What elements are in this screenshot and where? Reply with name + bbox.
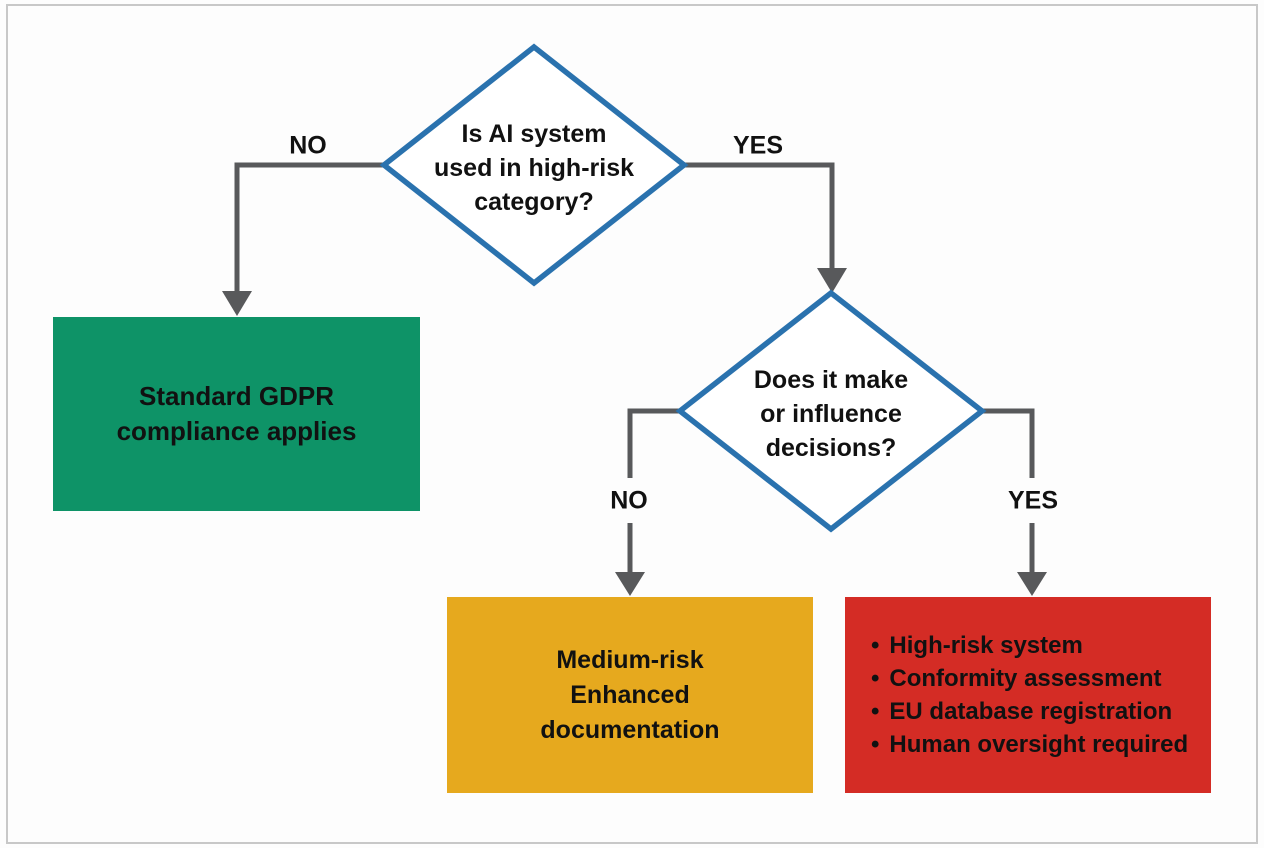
connector-decision1-no [234, 162, 384, 292]
outcome-standard-gdpr-text: Standard GDPR compliance applies [116, 381, 357, 446]
arrowhead-decision2 [817, 268, 847, 293]
decision2-diamond [675, 289, 987, 533]
outcome-medium-risk-text: Medium-risk Enhanced documentation [540, 645, 720, 744]
outcome-high-risk-box: • High-risk system • Conformity assessme… [845, 597, 1211, 793]
decision1-no-label: NO [289, 131, 327, 160]
decision1-diamond [379, 43, 689, 287]
arrowhead-red-box [1017, 572, 1047, 596]
high-risk-item-text: High-risk system [889, 632, 1083, 659]
bullet-icon: • [871, 665, 880, 692]
connector-decision2-yes [982, 408, 1035, 573]
bullet-icon: • [871, 698, 880, 725]
high-risk-item-text: EU database registration [889, 698, 1173, 725]
arrowhead-yellow-box [615, 572, 645, 596]
decision1-yes-label: YES [732, 131, 784, 160]
decision2-question: Does it make or influence decisions? [753, 366, 909, 462]
outcome-medium-risk-box: Medium-risk Enhanced documentation [447, 597, 813, 793]
high-risk-item: • EU database registration [871, 695, 1172, 728]
decision2-no-label: NO [610, 486, 648, 515]
high-risk-item-text: Conformity assessment [889, 665, 1162, 692]
bullet-icon: • [871, 731, 880, 758]
outcome-standard-gdpr-box: Standard GDPR compliance applies [53, 317, 420, 511]
high-risk-item: • Conformity assessment [871, 662, 1162, 695]
bullet-icon: • [871, 632, 880, 659]
connector-decision2-no [627, 408, 680, 573]
arrowhead-green-box [222, 291, 252, 316]
high-risk-item: • Human oversight required [871, 728, 1188, 761]
decision2-yes-label: YES [1007, 486, 1059, 515]
high-risk-item-text: Human oversight required [889, 731, 1189, 758]
decision1-question: Is AI system used in high-risk category? [433, 120, 635, 216]
connector-decision1-yes [684, 162, 835, 269]
high-risk-item: • High-risk system [871, 629, 1083, 662]
